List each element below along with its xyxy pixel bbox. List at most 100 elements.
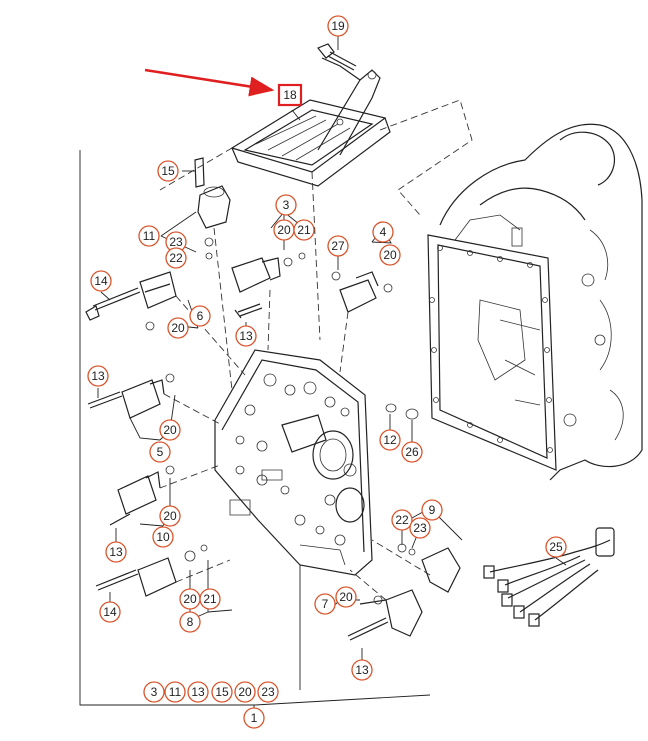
callout-c7[interactable]: 7 (314, 593, 336, 615)
callout-c23b[interactable]: 23 (409, 517, 431, 539)
callout-circle (179, 611, 201, 633)
callout-label: 9 (429, 503, 436, 517)
callout-circle (152, 526, 174, 548)
callout-c5[interactable]: 5 (149, 441, 171, 463)
callout-circle (351, 659, 373, 681)
callout-c25[interactable]: 25 (545, 536, 567, 558)
callout-b23[interactable]: 23 (257, 681, 279, 703)
callout-c20f[interactable]: 20 (179, 588, 201, 610)
callout-c13d[interactable]: 13 (351, 659, 373, 681)
callout-circle (379, 244, 401, 266)
callout-18-highlighted[interactable]: 18 (277, 83, 303, 107)
callout-c1[interactable]: 1 (243, 707, 265, 729)
callout-label: 8 (187, 615, 194, 629)
callout-c13a[interactable]: 13 (235, 325, 257, 347)
callout-circle (379, 429, 401, 451)
callout-label: 13 (109, 545, 123, 559)
callout-label: 20 (171, 321, 185, 335)
callout-b20[interactable]: 20 (234, 681, 256, 703)
callout-c20a[interactable]: 20 (273, 219, 295, 241)
callout-c8[interactable]: 8 (179, 611, 201, 633)
callout-label: 3 (283, 198, 290, 212)
callout-c14a[interactable]: 14 (90, 270, 112, 292)
solenoid-5 (87, 373, 175, 419)
callout-circle (257, 681, 279, 703)
transmission-housing (439, 123, 643, 481)
valve-body (214, 349, 373, 576)
callout-circle (159, 505, 181, 527)
callout-label: 13 (91, 369, 105, 383)
oil-strainer (230, 57, 391, 187)
callout-circle (167, 317, 189, 339)
callout-c20e[interactable]: 20 (159, 505, 181, 527)
bolt-19 (317, 43, 357, 71)
callout-circle (189, 305, 211, 327)
callout-c12[interactable]: 12 (379, 429, 401, 451)
callout-18-label: 18 (283, 88, 297, 102)
callout-label: 20 (339, 590, 353, 604)
callout-label: 14 (94, 274, 108, 288)
callout-label: 12 (383, 433, 397, 447)
callout-c10[interactable]: 10 (152, 526, 174, 548)
callout-c6[interactable]: 6 (189, 305, 211, 327)
callout-label: 20 (383, 248, 397, 262)
callout-label: 21 (203, 592, 217, 606)
callout-label: 20 (277, 223, 291, 237)
callout-c20d[interactable]: 20 (159, 419, 181, 441)
callout-c14b[interactable]: 14 (99, 601, 121, 623)
callout-circle (157, 160, 179, 182)
callout-circle (545, 536, 567, 558)
callout-c20b[interactable]: 20 (379, 244, 401, 266)
seals-12-26 (385, 403, 419, 420)
dashed-lines (159, 99, 473, 601)
callout-circle (159, 419, 181, 441)
callout-b13[interactable]: 13 (187, 681, 209, 703)
callout-label: 20 (163, 509, 177, 523)
solenoid-10 (109, 465, 175, 526)
callout-c22a[interactable]: 22 (165, 247, 187, 269)
callout-circle (421, 499, 443, 521)
callout-circle (87, 365, 109, 387)
callout-c21b[interactable]: 21 (199, 588, 221, 610)
callout-b15[interactable]: 15 (211, 681, 233, 703)
callout-c13c[interactable]: 13 (105, 541, 127, 563)
callout-label: 23 (169, 235, 183, 249)
frame-lines (79, 150, 431, 706)
callout-label: 3 (151, 685, 158, 699)
callout-c19[interactable]: 19 (327, 15, 349, 37)
callout-circle (234, 681, 256, 703)
callout-label: 1 (251, 711, 258, 725)
bolts (234, 303, 263, 319)
solenoid-7 (347, 589, 423, 641)
callout-c15[interactable]: 15 (157, 160, 179, 182)
callout-circle (199, 588, 221, 610)
callout-label: 13 (355, 663, 369, 677)
solenoid-9 (397, 543, 461, 593)
callout-c26[interactable]: 26 (401, 441, 423, 463)
callout-c20g[interactable]: 20 (335, 586, 357, 608)
callout-circle (391, 509, 413, 531)
callout-c20c[interactable]: 20 (167, 317, 189, 339)
callout-label: 14 (103, 605, 117, 619)
callout-label: 6 (197, 309, 204, 323)
highlight-arrow (144, 68, 275, 97)
callout-label: 25 (549, 540, 563, 554)
callout-b3[interactable]: 3 (143, 681, 165, 703)
callout-c4[interactable]: 4 (372, 221, 394, 243)
callout-label: 22 (169, 251, 183, 265)
solenoid-6 (85, 271, 177, 331)
callout-circle (314, 593, 336, 615)
callout-c22b[interactable]: 22 (391, 509, 413, 531)
callout-c9[interactable]: 9 (421, 499, 443, 521)
callout-label: 5 (157, 445, 164, 459)
callout-c3a[interactable]: 3 (275, 194, 297, 216)
callout-b11[interactable]: 11 (164, 681, 186, 703)
callout-label: 13 (191, 685, 205, 699)
callout-c11a[interactable]: 11 (138, 225, 160, 247)
callout-label: 20 (238, 685, 252, 699)
callout-circle (143, 681, 165, 703)
callout-c13b[interactable]: 13 (87, 365, 109, 387)
callout-c21a[interactable]: 21 (293, 219, 315, 241)
callout-c27[interactable]: 27 (327, 235, 349, 257)
